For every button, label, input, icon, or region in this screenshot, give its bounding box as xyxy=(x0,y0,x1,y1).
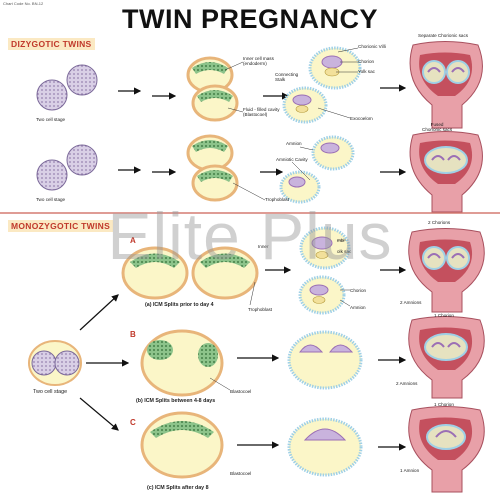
label-one-chorion-a: 1 Chorion xyxy=(434,313,454,318)
page-title: TWIN PREGNANCY xyxy=(122,4,378,34)
dz-implanting-embryos-1 xyxy=(282,46,362,124)
section-divider xyxy=(0,212,500,214)
mz-c-uterus xyxy=(408,406,485,493)
mz-a-uterus xyxy=(408,228,485,313)
arrow-to-c xyxy=(79,397,119,431)
label-exocoelom: Exocoelom xyxy=(350,116,373,121)
caption-c: (c) ICM Splits after day 8 xyxy=(147,485,209,491)
label-amnion-mz: Amnion xyxy=(350,305,366,310)
label-connecting-stalk: Connecting Stalk xyxy=(275,72,299,82)
label-inner-cell-mass: Inner cell mass (endoderm) xyxy=(243,56,274,66)
label-amniotic-cavity: Amniotic Cavity xyxy=(276,157,308,162)
label-amnion-dz: Amnion xyxy=(286,141,302,146)
label-separate-chorionic-sacs: Separate Chorionic sacs xyxy=(418,33,469,38)
label-fused-chorionic-sacs: Fused Chorionic sacs xyxy=(422,122,453,132)
dizygotic-section-label: DIZYGOTIC TWINS xyxy=(8,38,95,50)
label-chorionic-villi: Chorionic Villi xyxy=(358,44,386,49)
dz-blastocyst-2 xyxy=(186,134,239,202)
caption-b: (b) ICM Splits between 4-8 days xyxy=(136,398,216,404)
label-one-chorion-b: 1 Chorion xyxy=(434,402,454,407)
label-inner-mz: Inner xyxy=(258,244,269,249)
label-two-amnions-b: 2 Amnions xyxy=(396,381,418,386)
label-trophoblast-dz: Trophoblast xyxy=(265,197,290,202)
mz-two-cell-label: Two cell stage xyxy=(33,389,68,395)
leader-lines xyxy=(209,47,359,391)
dz-two-cell-label-top: Two cell stage xyxy=(36,117,66,122)
label-one-amnion: 1 Amnion xyxy=(400,468,420,473)
letter-c: C xyxy=(130,418,136,427)
mz-b-uterus xyxy=(408,316,485,399)
label-blastocoel-b: Blastocoel xyxy=(230,389,252,394)
mz-two-cell xyxy=(28,340,82,386)
chart-code: Chart Code No. BN-12 xyxy=(3,1,44,6)
letter-a: A xyxy=(130,236,136,245)
dz-blastocyst-1 xyxy=(186,56,239,122)
caption-a: (a) ICM Splits prior to day 4 xyxy=(145,302,214,308)
mz-c-embryo xyxy=(287,417,363,477)
dz-implanting-embryos-2 xyxy=(279,135,355,204)
label-yolk-sac-mz: olk sac xyxy=(337,249,352,254)
label-blastocoel-c: Blastocoel xyxy=(230,471,252,476)
label-chorion-mz: Chorion xyxy=(350,288,367,293)
label-chorion-dz: Chorion xyxy=(358,59,375,64)
letter-b: B xyxy=(130,330,136,339)
mz-a-blastocysts xyxy=(121,246,259,300)
mz-b-embryo xyxy=(287,330,363,390)
mz-a-embryos xyxy=(298,226,351,315)
mz-b-blastocyst xyxy=(140,329,224,397)
dz-uterus-fused xyxy=(409,131,483,213)
label-amnion-top-mz: mbi xyxy=(337,238,345,243)
arrow-to-a xyxy=(79,294,119,331)
dz-two-cell-bottom xyxy=(36,144,98,191)
label-fluid-cavity: Fluid - filled cavity (Blastocoel) xyxy=(243,107,280,117)
label-two-chorions: 2 Chorions xyxy=(428,220,451,225)
dz-uterus-separate xyxy=(409,41,483,129)
dz-two-cell-label-bottom: Two cell stage xyxy=(36,197,66,202)
label-trophoblast-mz: Trophoblast xyxy=(248,307,273,312)
dz-two-cell-top xyxy=(36,64,98,111)
mz-c-blastocyst xyxy=(140,411,224,479)
label-two-amnions-a: 2 Amnions xyxy=(400,300,422,305)
monozygotic-section-label: MONOZYGOTIC TWINS xyxy=(8,220,114,232)
label-yolk-sac-dz: Yolk sac xyxy=(358,69,375,74)
